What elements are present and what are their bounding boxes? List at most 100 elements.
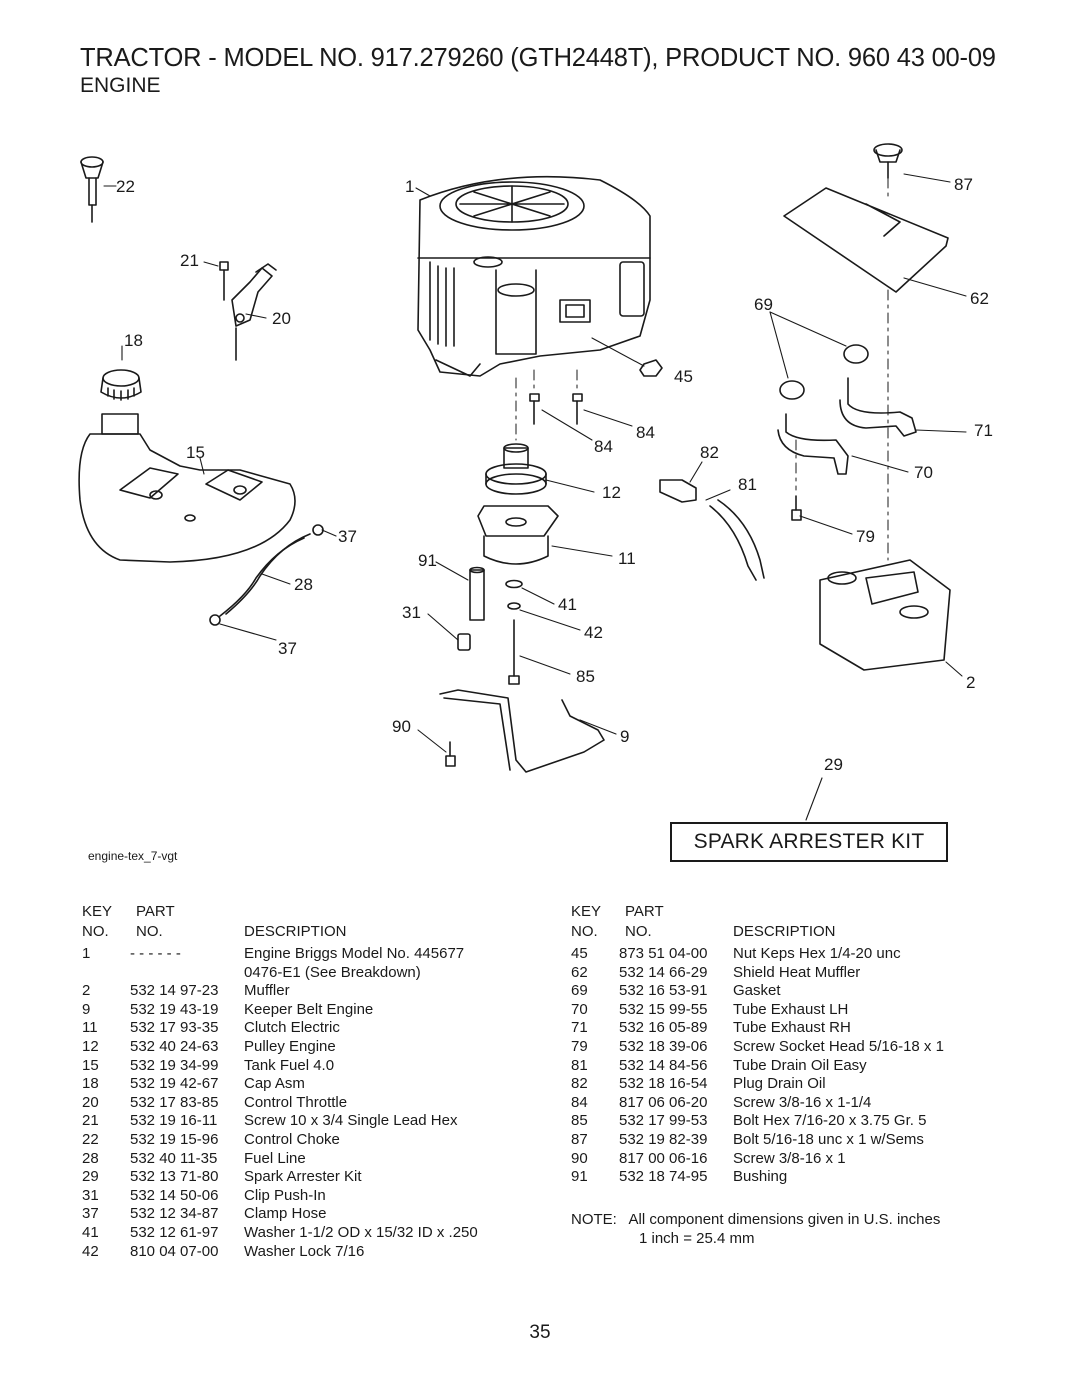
description-cell: Gasket <box>733 982 781 1000</box>
key-cell: 41 <box>82 1223 99 1241</box>
description-cell: Washer Lock 7/16 <box>244 1242 365 1260</box>
key-header: KEY <box>82 903 113 920</box>
dimension-note: NOTE: All component dimensions given in … <box>571 1210 940 1248</box>
description-cell: Bolt 5/16-18 unc x 1 w/Sems <box>733 1130 924 1148</box>
description-header: DESCRIPTION <box>244 923 347 940</box>
callout-81: 81 <box>738 475 757 494</box>
gaskets <box>779 344 869 400</box>
callout-37b: 37 <box>278 639 297 658</box>
description-cell: Tank Fuel 4.0 <box>244 1056 335 1074</box>
table-row: 0476-E1 (See Breakdown) <box>82 964 522 983</box>
callout-12: 12 <box>602 483 621 502</box>
callout-90: 90 <box>392 717 411 736</box>
key-cell: 90 <box>571 1149 588 1167</box>
callout-84a: 84 <box>636 423 655 442</box>
note-line-2: 1 inch = 25.4 mm <box>639 1230 755 1247</box>
table-row: 1- - - - - -Engine Briggs Model No. 4456… <box>82 945 522 964</box>
description-cell: Screw Socket Head 5/16-18 x 1 <box>733 1037 944 1055</box>
callout-37a: 37 <box>338 527 357 546</box>
callout-85: 85 <box>576 667 595 686</box>
callout-9: 9 <box>620 727 629 746</box>
part-no-cell: 532 19 34-99 <box>130 1056 219 1074</box>
description-header: DESCRIPTION <box>733 923 836 940</box>
callout-84b: 84 <box>594 437 613 456</box>
parts-diagram: 22 21 20 18 15 37 28 37 1 87 62 69 45 84… <box>78 143 993 821</box>
description-cell: Clip Push-In <box>244 1186 326 1204</box>
key-cell: 2 <box>82 982 91 1000</box>
description-cell: Clutch Electric <box>244 1019 340 1037</box>
drain-tube <box>659 479 765 581</box>
part-no-header: NO. <box>136 923 163 940</box>
callout-29: 29 <box>824 755 843 774</box>
tube-exhaust-rh <box>839 377 917 437</box>
parts-list-header: KEY NO. PART NO. DESCRIPTION <box>82 903 522 945</box>
part-no-cell: 532 12 34-87 <box>130 1205 219 1223</box>
key-cell: 45 <box>571 945 588 962</box>
description-cell: Cap Asm <box>244 1075 305 1093</box>
description-cell: Tube Exhaust RH <box>733 1019 851 1037</box>
description-cell: Pulley Engine <box>244 1037 336 1055</box>
figure-id: engine-tex_7-vgt <box>88 849 178 863</box>
part-header: PART <box>136 903 175 920</box>
key-cell: 71 <box>571 1019 588 1037</box>
choke-control <box>80 156 104 223</box>
fuel-tank <box>78 413 296 563</box>
part-no-cell: 532 19 43-19 <box>130 1000 219 1018</box>
section-title: ENGINE <box>80 74 161 97</box>
part-no-cell: 532 16 05-89 <box>619 1019 708 1037</box>
bolt-85 <box>508 619 520 685</box>
description-cell: Screw 10 x 3/4 Single Lead Hex <box>244 1112 458 1130</box>
description-cell: Fuel Line <box>244 1149 306 1167</box>
part-no-cell: 532 40 11-35 <box>130 1149 218 1167</box>
washer-lock-42 <box>507 602 521 610</box>
callout-20: 20 <box>272 309 291 328</box>
table-row: 71 532 16 05-89 Tube Exhaust RH <box>571 1019 1031 1038</box>
callout-41: 41 <box>558 595 577 614</box>
part-no-cell: 532 14 50-06 <box>130 1186 219 1204</box>
clip-push-in <box>457 633 471 651</box>
description-cell: Clamp Hose <box>244 1205 327 1223</box>
callout-15: 15 <box>186 443 205 462</box>
key-cell: 85 <box>571 1112 588 1130</box>
callout-87: 87 <box>954 175 973 194</box>
callout-70: 70 <box>914 463 933 482</box>
callout-18: 18 <box>124 331 143 350</box>
part-no-cell: 532 19 16-11 <box>130 1112 218 1130</box>
callout-82: 82 <box>700 443 719 462</box>
part-no-cell: 532 17 83-85 <box>130 1093 219 1111</box>
part-no-cell: - - - - - - <box>130 945 181 962</box>
description-cell: 0476-E1 (See Breakdown) <box>244 963 421 981</box>
bushing <box>469 566 485 621</box>
description-cell: Control Choke <box>244 1130 340 1148</box>
description-cell: Muffler <box>244 982 290 1000</box>
part-no-cell: 532 15 99-55 <box>619 1000 708 1018</box>
key-cell: 29 <box>82 1168 99 1186</box>
key-cell: 22 <box>82 1130 99 1148</box>
key-cell: 79 <box>571 1037 588 1055</box>
part-no-cell: 532 19 82-39 <box>619 1130 708 1148</box>
callout-1: 1 <box>405 177 414 196</box>
screws-84 <box>529 393 583 425</box>
callout-69: 69 <box>754 295 773 314</box>
heat-shield <box>783 187 949 293</box>
screw-79 <box>791 495 802 521</box>
washer-41 <box>505 579 523 589</box>
